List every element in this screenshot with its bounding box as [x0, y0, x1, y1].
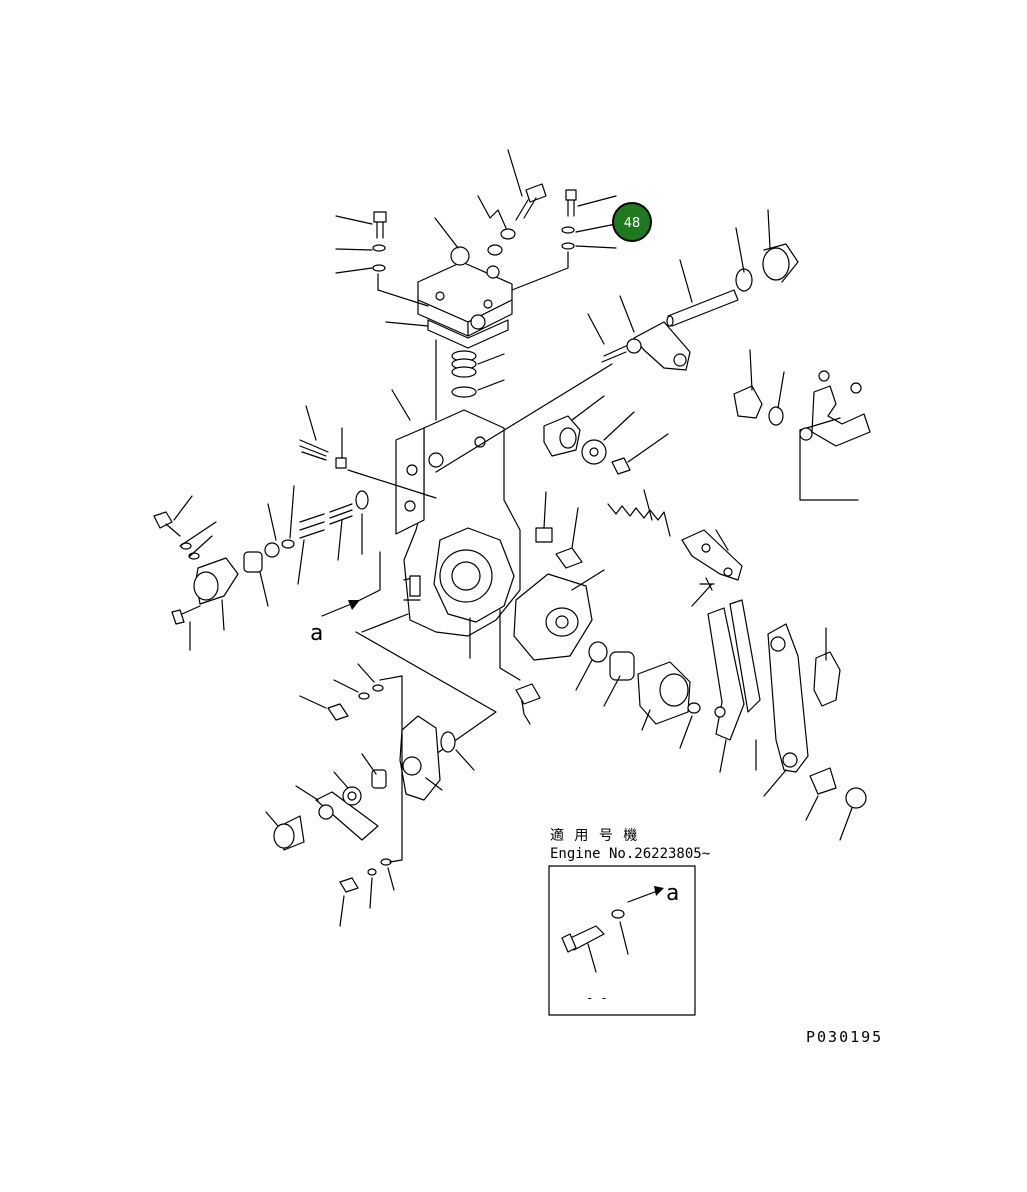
view-marker-label: a: [310, 621, 323, 646]
drawing-code: P030195: [806, 1028, 883, 1046]
lever-shaft-parts: [435, 209, 799, 473]
callout-48[interactable]: 48: [612, 202, 652, 242]
inset-engine-no: Engine No.26223805~: [550, 846, 710, 862]
governor-cover-assembly: [417, 246, 513, 349]
leader-lines-housing: [305, 389, 521, 755]
inset-marker: a: [666, 881, 679, 906]
governor-housing: [395, 409, 521, 637]
link-bracket: [535, 491, 583, 569]
cam-sleeve-parts: [513, 569, 701, 749]
leader-lines-top: [335, 149, 617, 327]
inset-frame: [548, 865, 696, 1016]
control-levers: [707, 599, 867, 841]
inset-qty: - -: [586, 991, 608, 1005]
upper-right-parts: [733, 349, 871, 501]
callout-label: 48: [624, 216, 641, 231]
left-spring-parts: [153, 439, 369, 651]
spring-bracket: [607, 489, 743, 607]
lower-left-plate: [265, 663, 475, 927]
cover-springs: [435, 339, 505, 421]
plug-washers-right: [543, 395, 669, 475]
inset-title-jp: 適 用 号 機: [550, 827, 638, 844]
top-bolts: [372, 183, 577, 272]
view-marker-arrow: a: [310, 600, 360, 646]
inset-detail: 適 用 号 機 Engine No.26223805~ a - -: [548, 827, 710, 1016]
